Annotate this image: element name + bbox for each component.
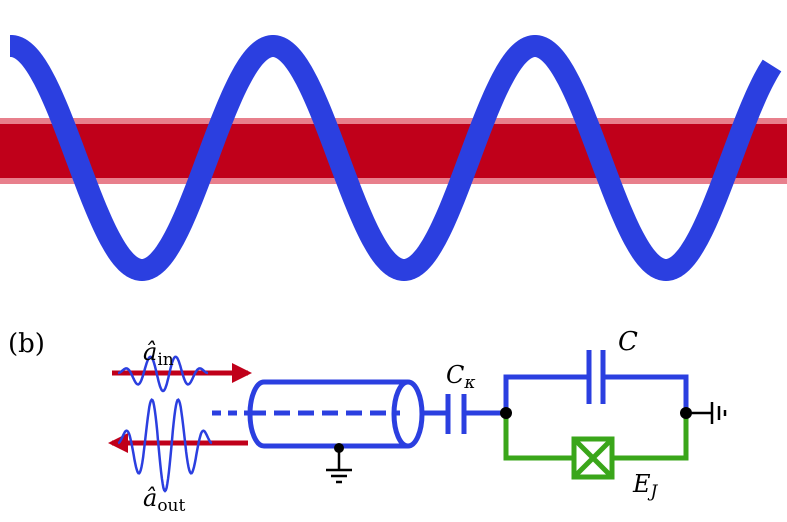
blue-sine-wave — [1, 35, 782, 281]
a-out-label: âout — [143, 484, 185, 516]
panel-label: (b) — [8, 329, 45, 359]
josephson-junction-box — [571, 436, 615, 480]
output-wave-packet — [117, 398, 213, 493]
wave-panel — [0, 35, 787, 281]
input-output-waves — [108, 355, 252, 493]
left-node — [500, 407, 512, 419]
junction-branch — [503, 413, 689, 480]
a-in-label: âin — [143, 338, 174, 370]
c-kappa-label: Cκ — [446, 361, 476, 393]
jj-branch-wire — [503, 413, 689, 461]
ground-symbol-cylinder — [326, 443, 352, 484]
josephson-junction-cross — [572, 437, 614, 479]
input-wave-packet — [117, 355, 209, 393]
ej-label: EJ — [632, 470, 659, 502]
red-band — [0, 124, 787, 178]
c-branch-wire — [503, 374, 689, 413]
shunt-capacitor-branch — [503, 350, 689, 413]
transmission-line — [212, 379, 446, 449]
coupling-capacitor — [445, 394, 506, 434]
c-label: C — [618, 327, 638, 357]
ground-symbol-right — [686, 402, 727, 424]
